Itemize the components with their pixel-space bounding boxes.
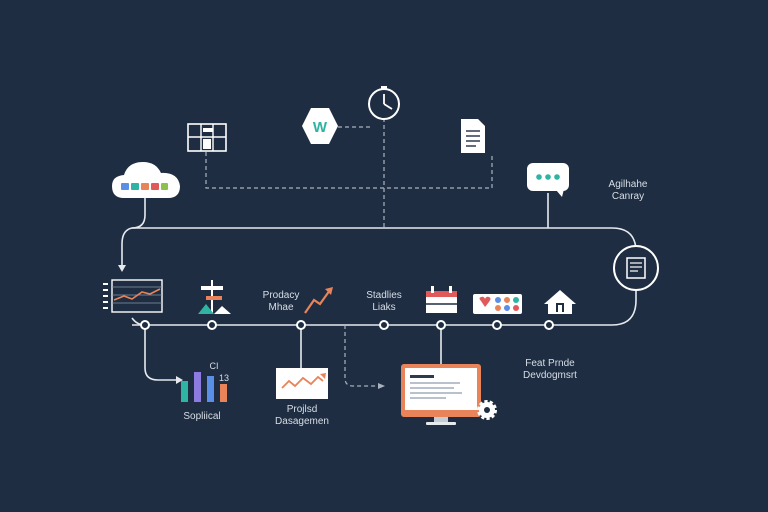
arrow-right-head bbox=[176, 376, 183, 384]
gear-icon bbox=[477, 400, 497, 420]
label-product-line1: Prodacy bbox=[262, 290, 300, 301]
label-agile-line1: Agilhahe bbox=[608, 179, 648, 190]
node-6 bbox=[492, 320, 502, 330]
trend-arrow-icon bbox=[304, 287, 333, 314]
node-2 bbox=[207, 320, 217, 330]
label-studies-line1: Stadlies bbox=[366, 290, 402, 301]
arrow-down-head bbox=[118, 265, 126, 272]
node-5 bbox=[436, 320, 446, 330]
house-icon bbox=[544, 290, 576, 314]
chart-mark-a: CI bbox=[209, 361, 219, 371]
chat-bubble-icon bbox=[527, 163, 569, 197]
chart-mark-b: 13 bbox=[218, 373, 229, 383]
node-3 bbox=[296, 320, 306, 330]
label-agile-line2: Canray bbox=[611, 191, 645, 202]
calendar-icon bbox=[426, 286, 457, 313]
tools-signpost-icon bbox=[198, 280, 231, 314]
connector-lines bbox=[121, 193, 637, 381]
dashed-arrow-head bbox=[378, 383, 385, 389]
hex-letter: W bbox=[313, 119, 328, 136]
label-feat-line2: Devdogmsrt bbox=[523, 370, 577, 381]
palette-card-icon bbox=[473, 294, 522, 314]
cloud-icon bbox=[112, 162, 180, 198]
node-4 bbox=[379, 320, 389, 330]
label-agile: Agilhahe Canray bbox=[598, 179, 658, 203]
label-project-line2: Dasagemen bbox=[275, 416, 329, 427]
label-studies: Stadlies Liaks bbox=[358, 290, 410, 314]
label-feat: Feat Prnde Devdogmsrt bbox=[514, 358, 586, 382]
grid-window-icon bbox=[187, 123, 227, 152]
timeline-nodes bbox=[140, 320, 554, 330]
node-1 bbox=[140, 320, 150, 330]
clock-icon bbox=[368, 86, 400, 120]
bar-chart-icon bbox=[181, 372, 227, 402]
project-chart-card-icon bbox=[276, 368, 328, 399]
label-product-line2: Mhae bbox=[268, 302, 294, 313]
node-7 bbox=[544, 320, 554, 330]
dashed-top-link bbox=[205, 152, 493, 189]
dashed-monitor-link bbox=[344, 325, 378, 387]
label-product: Prodacy Mhae bbox=[256, 290, 306, 314]
hexagon-w-icon bbox=[302, 108, 338, 144]
label-project: Projlsd Dasagemen bbox=[266, 404, 338, 428]
cloud-connector bbox=[121, 198, 146, 268]
label-studies-line2: Liaks bbox=[372, 302, 396, 313]
chart-connector bbox=[131, 317, 176, 381]
label-project-line1: Projlsd bbox=[286, 404, 318, 415]
document-icon bbox=[461, 119, 485, 153]
dashed-connectors bbox=[205, 118, 493, 387]
report-badge-icon bbox=[613, 245, 659, 291]
label-feat-line1: Feat Prnde bbox=[525, 358, 575, 369]
label-supplied: Sopliical bbox=[183, 411, 221, 422]
monitor-icon bbox=[401, 364, 481, 425]
line-chart-panel-icon bbox=[103, 279, 163, 313]
